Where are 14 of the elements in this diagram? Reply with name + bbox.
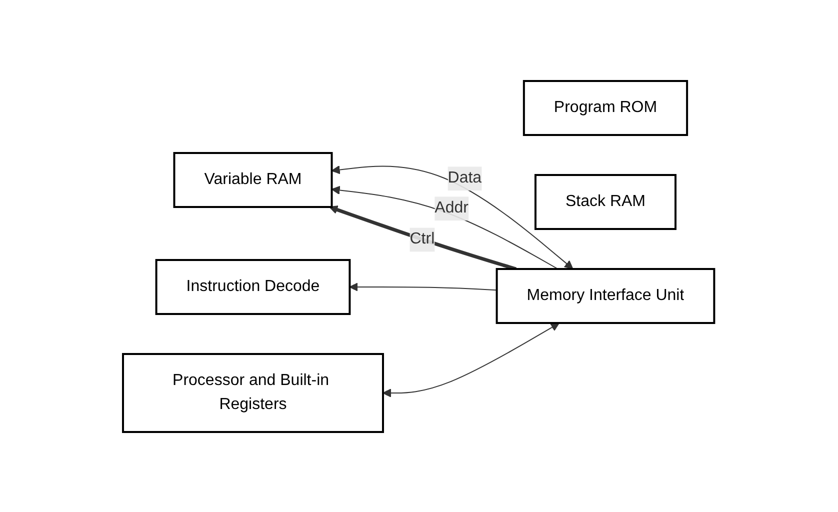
arrow <box>332 185 559 269</box>
arrow <box>332 164 574 269</box>
arrow <box>350 282 498 291</box>
edge-label: Ctrl <box>410 230 436 248</box>
edge-label: Data <box>448 169 482 186</box>
node-box: Program ROM <box>523 80 688 136</box>
node-box: Processor and Built-in Registers <box>122 352 384 432</box>
arrow <box>383 322 560 397</box>
node-box: Memory Interface Unit <box>496 268 716 324</box>
node-box: Variable RAM <box>174 152 334 208</box>
edge-label: Addr <box>435 199 469 216</box>
node-box: Instruction Decode <box>156 258 352 314</box>
arrow <box>329 205 517 270</box>
node-box: Stack RAM <box>534 174 677 230</box>
